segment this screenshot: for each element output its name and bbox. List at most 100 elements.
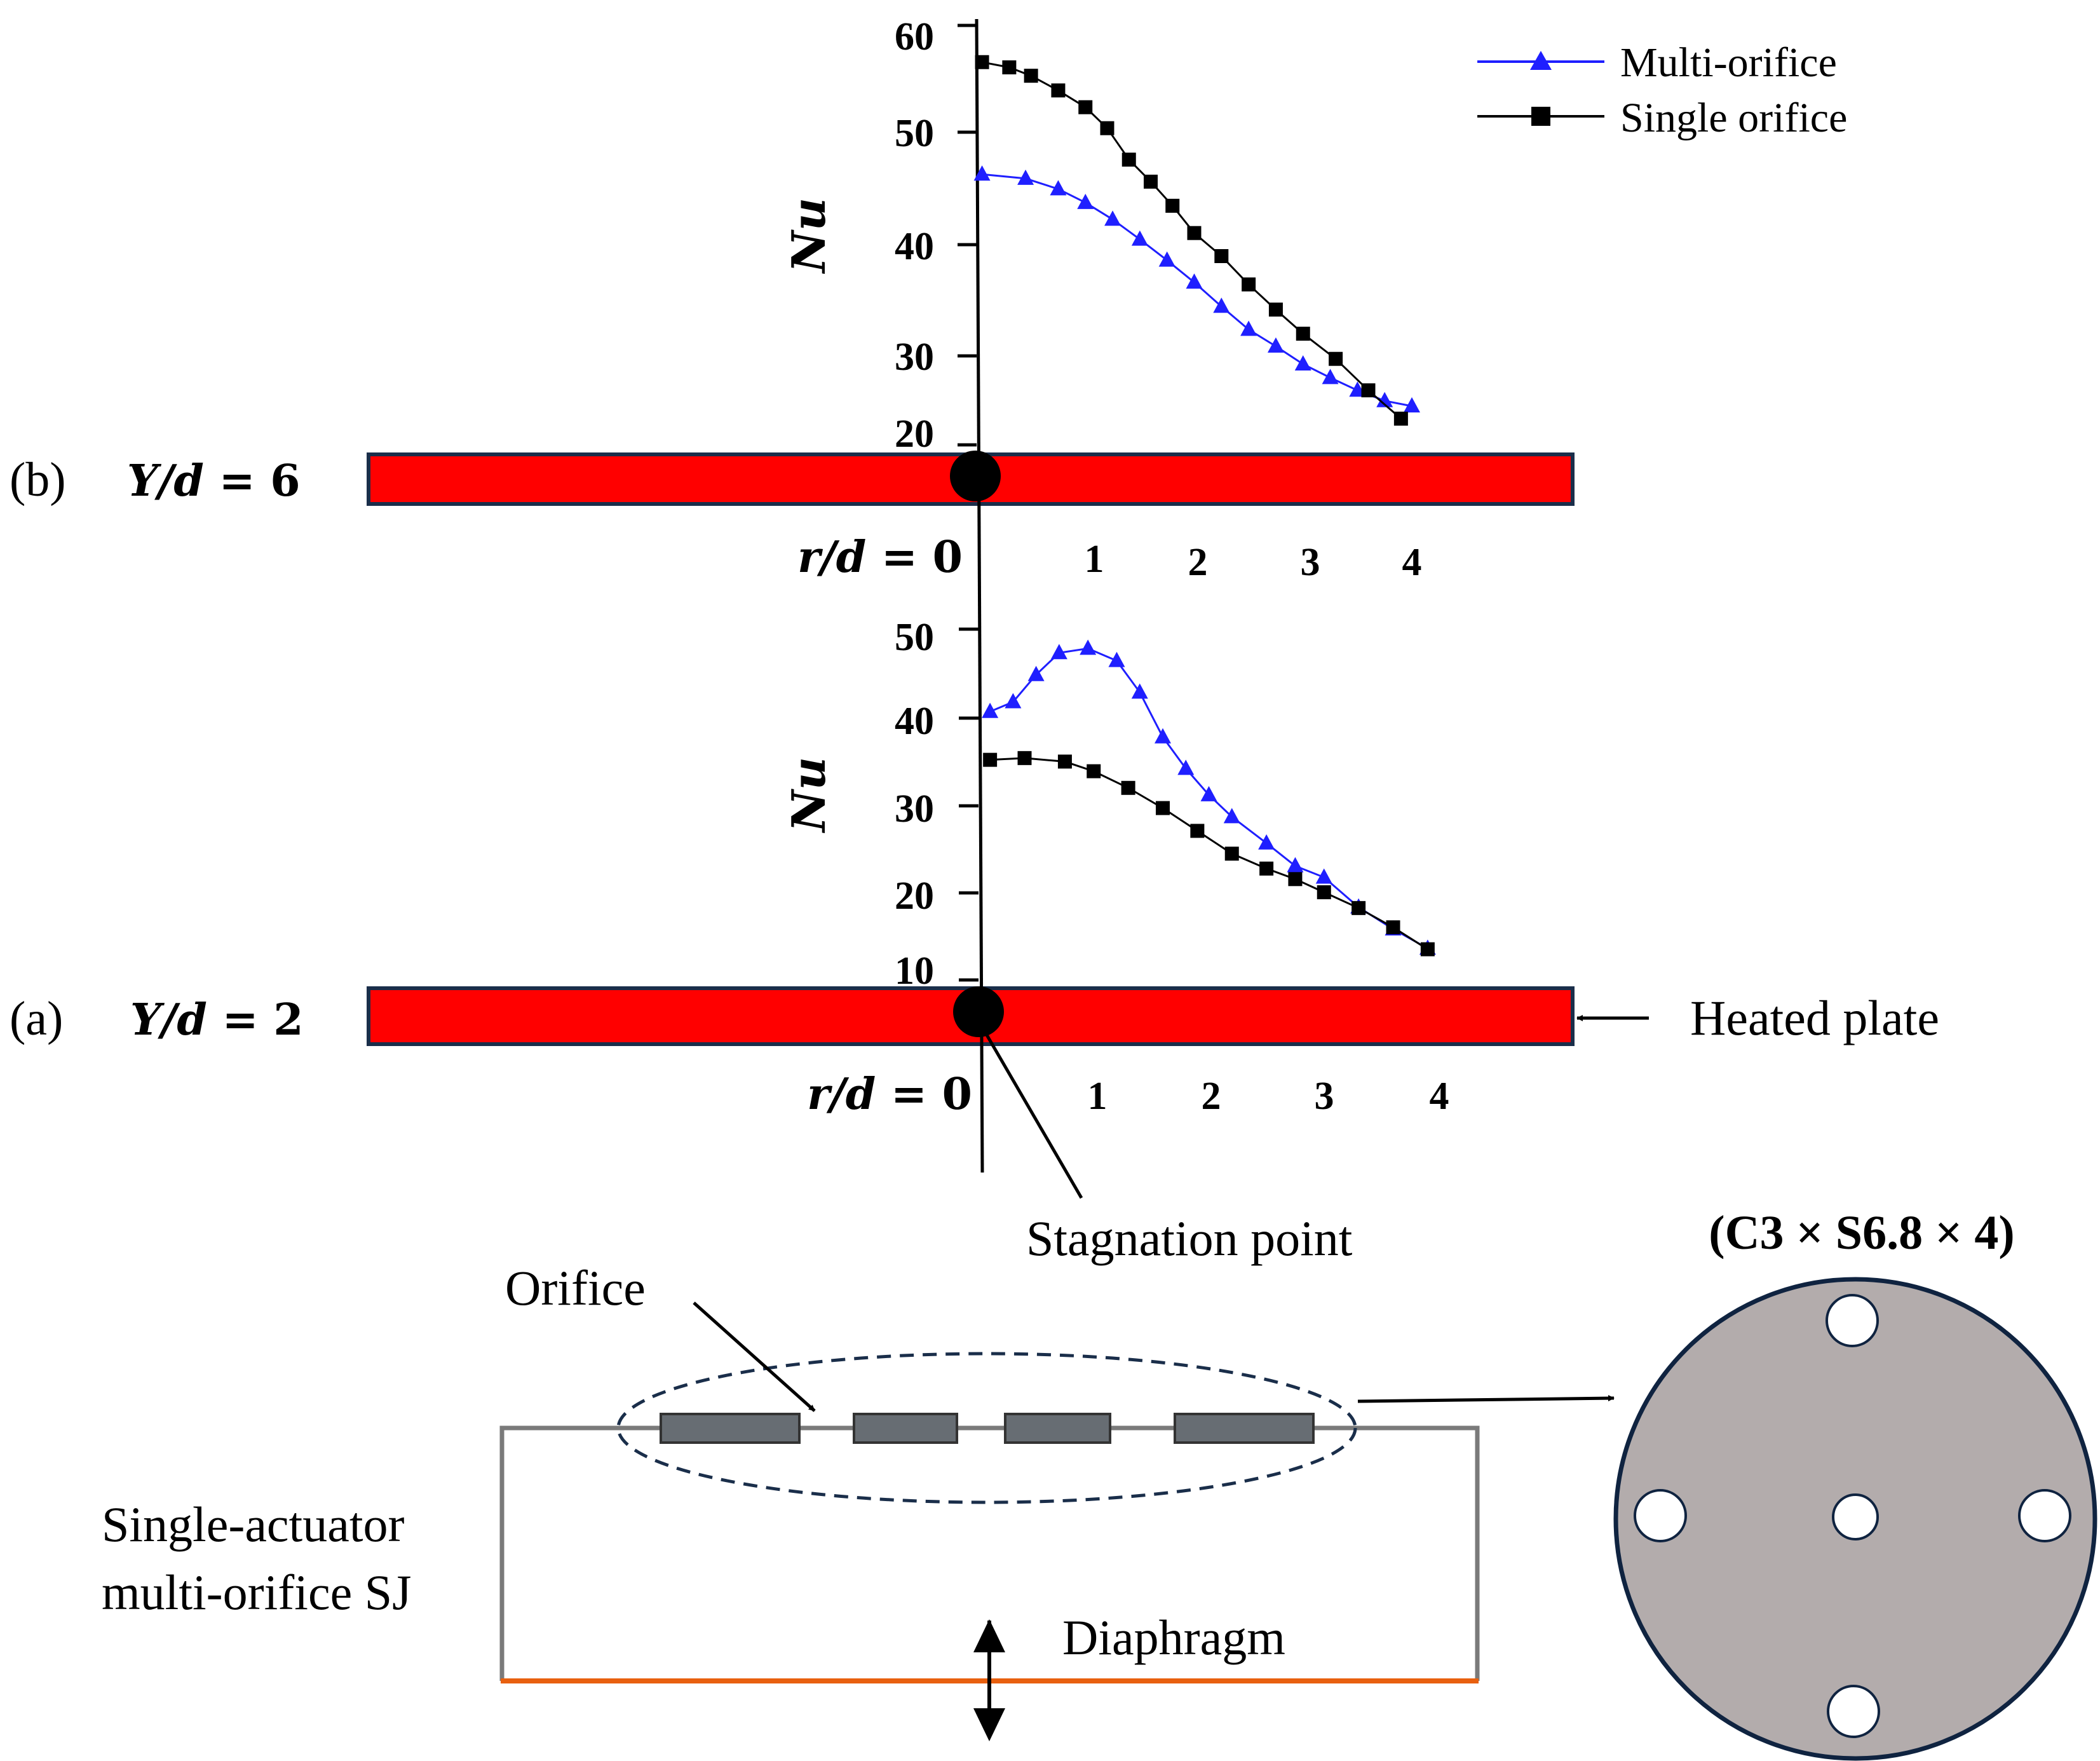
plot-a bbox=[982, 639, 1436, 956]
orifice-plate-1 bbox=[660, 1413, 801, 1444]
centerline bbox=[975, 18, 984, 1173]
data-point-multi bbox=[1104, 210, 1121, 226]
stagnation-label: Stagnation point bbox=[1026, 1211, 1353, 1266]
ytick-a-30: 30 bbox=[895, 787, 934, 831]
legend: Multi-orifice Single orifice bbox=[1477, 39, 1847, 141]
data-point-single bbox=[1351, 901, 1366, 915]
data-point-single bbox=[1224, 847, 1239, 861]
data-point-multi bbox=[1155, 728, 1171, 744]
data-point-multi bbox=[1200, 785, 1217, 801]
data-point-multi bbox=[1080, 639, 1097, 655]
actuator-label-line1: Single-actuator bbox=[102, 1497, 405, 1552]
data-point-multi bbox=[1050, 644, 1067, 660]
legend-multi-marker bbox=[1530, 51, 1552, 70]
ytick-b-20: 20 bbox=[895, 412, 934, 456]
data-point-multi bbox=[1131, 230, 1148, 246]
stagnation-dot-b bbox=[950, 451, 1001, 501]
data-point-single bbox=[1317, 885, 1331, 899]
config-label: (C3 × S6.8 × 4) bbox=[1709, 1206, 2014, 1260]
data-point-single bbox=[1156, 801, 1170, 815]
orifice-hole-top bbox=[1826, 1294, 1879, 1347]
data-point-multi bbox=[1177, 759, 1195, 775]
xtick-a-2: 2 bbox=[1202, 1075, 1221, 1118]
panel-eq-a: Y/d = 2 bbox=[130, 995, 304, 1045]
plot-b bbox=[973, 55, 1420, 426]
data-point-single bbox=[1386, 920, 1400, 935]
data-point-single bbox=[1024, 69, 1038, 83]
xtick-a-4: 4 bbox=[1430, 1075, 1449, 1118]
stagnation-dot-a bbox=[953, 986, 1004, 1037]
ytick-a-20: 20 bbox=[895, 874, 934, 918]
data-point-single bbox=[975, 55, 989, 69]
ylabel-a: Nu bbox=[782, 757, 836, 833]
ytick-b-50: 50 bbox=[895, 112, 934, 155]
xtick-b-3: 3 bbox=[1301, 541, 1320, 584]
data-point-multi bbox=[973, 165, 991, 181]
data-point-single bbox=[1121, 780, 1135, 795]
data-point-single bbox=[1361, 383, 1376, 398]
data-point-single bbox=[1329, 351, 1343, 366]
y-ticks-a bbox=[959, 627, 979, 982]
data-point-single bbox=[1121, 153, 1136, 167]
data-point-single bbox=[1393, 411, 1408, 426]
series-line-multi bbox=[982, 173, 1412, 407]
sj-schematic: Orifice Diaphragm Single-actuator multi-… bbox=[102, 1260, 1615, 1741]
xtick-b-2: 2 bbox=[1188, 541, 1208, 584]
xtick-a-1: 1 bbox=[1088, 1075, 1108, 1118]
xtick-b-1: 1 bbox=[1085, 538, 1104, 581]
data-point-multi bbox=[1186, 273, 1203, 289]
orifice-hole-bottom bbox=[1827, 1685, 1880, 1738]
diaphragm-arrowhead-up bbox=[973, 1619, 1005, 1652]
xlabel-a: r/d = 0 bbox=[807, 1069, 972, 1120]
y-ticks-b bbox=[958, 24, 977, 447]
ylabel-b: Nu bbox=[782, 198, 836, 274]
cavity-wall bbox=[499, 1425, 659, 1681]
data-point-single bbox=[1187, 226, 1202, 240]
data-point-multi bbox=[1376, 391, 1393, 407]
data-point-single bbox=[1242, 277, 1256, 292]
orifice-arrow bbox=[693, 1302, 816, 1412]
data-point-multi bbox=[1027, 665, 1045, 681]
orifice-plate-3 bbox=[1004, 1413, 1111, 1444]
data-point-single bbox=[1214, 249, 1229, 263]
data-point-multi bbox=[1223, 808, 1240, 824]
data-point-multi bbox=[1267, 337, 1284, 353]
xtick-a-3: 3 bbox=[1315, 1075, 1334, 1118]
data-point-multi bbox=[1005, 693, 1022, 709]
ytick-a-10: 10 bbox=[895, 949, 934, 993]
orifice-config-disk: (C3 × S6.8 × 4) bbox=[1613, 1206, 2097, 1761]
data-point-multi bbox=[1315, 868, 1332, 884]
ytick-a-40: 40 bbox=[895, 700, 934, 743]
data-point-single bbox=[1420, 942, 1435, 956]
diaphragm-label: Diaphragm bbox=[1062, 1610, 1285, 1665]
data-point-multi bbox=[1158, 251, 1175, 267]
actuator-label-line2: multi-orifice SJ bbox=[102, 1565, 411, 1620]
xtick-b-4: 4 bbox=[1402, 541, 1422, 584]
data-point-multi bbox=[1294, 355, 1311, 371]
data-point-single bbox=[1017, 751, 1032, 765]
data-point-multi bbox=[1050, 180, 1067, 196]
xlabel-b: r/d = 0 bbox=[797, 532, 963, 583]
data-point-multi bbox=[1131, 683, 1148, 699]
data-point-multi bbox=[1240, 320, 1257, 336]
ytick-a-50: 50 bbox=[895, 616, 934, 659]
data-point-multi bbox=[1108, 651, 1125, 667]
data-point-single bbox=[1268, 303, 1283, 317]
orifice-plate-2 bbox=[853, 1413, 958, 1444]
data-point-single bbox=[1051, 83, 1066, 98]
data-point-multi bbox=[1017, 169, 1034, 185]
data-point-single bbox=[1190, 824, 1205, 838]
orifice-label: Orifice bbox=[505, 1260, 646, 1316]
orifice-hole-left bbox=[1634, 1489, 1687, 1542]
heated-plate-label: Heated plate bbox=[1690, 990, 1939, 1045]
data-point-single bbox=[1078, 100, 1093, 114]
panel-tag-a: (a) bbox=[10, 992, 63, 1045]
data-point-single bbox=[1165, 198, 1180, 213]
orifice-hole-right bbox=[2018, 1489, 2071, 1542]
panel-eq-b: Y/d = 6 bbox=[127, 456, 301, 507]
zoom-arrow bbox=[1357, 1395, 1615, 1403]
data-point-multi bbox=[1258, 834, 1275, 850]
ytick-b-30: 30 bbox=[895, 336, 934, 379]
data-point-multi bbox=[1404, 397, 1420, 412]
data-point-single bbox=[1259, 861, 1274, 876]
